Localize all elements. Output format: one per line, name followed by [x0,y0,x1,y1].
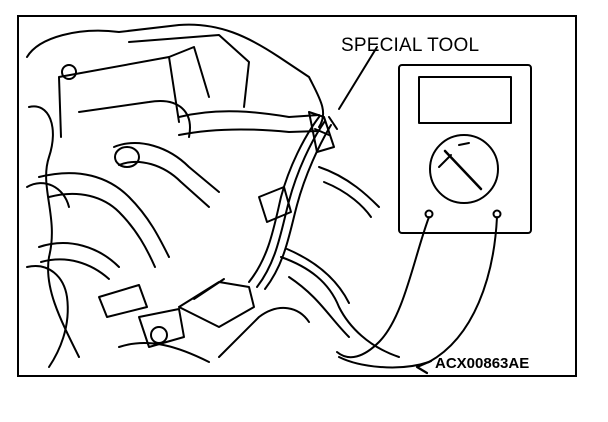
special-tool [308,111,338,153]
engine-block [26,23,325,368]
sensor-connector [98,186,292,348]
special-tool-label: SPECIAL TOOL [341,35,480,56]
multimeter [398,64,532,234]
engine-illustration [26,23,532,375]
figure-code: ACX00863AE [435,355,530,372]
test-leads [336,216,498,369]
wire-harness [248,116,400,358]
figure-frame: SPECIAL TOOL ACX00863AE [17,15,577,377]
figure-code-arrow [415,359,433,375]
hoses [38,110,380,280]
callout-leader-line [338,46,378,110]
